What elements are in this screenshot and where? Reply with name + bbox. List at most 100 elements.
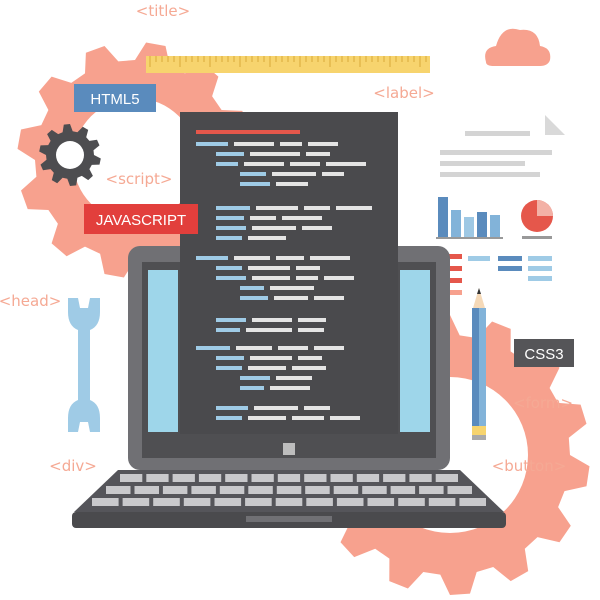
screen-left-panel: [148, 270, 178, 432]
tag-button: <button>: [492, 457, 567, 475]
wrench-icon: [68, 298, 100, 432]
code-line: [244, 162, 284, 166]
code-line: [216, 216, 244, 220]
ruler-icon: [146, 56, 430, 73]
keyboard-key: [225, 474, 248, 482]
code-line: [276, 256, 304, 260]
code-line: [216, 162, 238, 166]
code-line: [216, 366, 242, 370]
keyboard-key: [245, 498, 272, 506]
keyboard-key: [191, 486, 216, 494]
code-line: [292, 366, 326, 370]
keyboard-key: [362, 486, 387, 494]
keyboard-key: [134, 486, 159, 494]
keyboard-key: [146, 474, 169, 482]
keyboard-key: [198, 474, 222, 482]
cloud-icon: [485, 28, 551, 66]
code-line: [216, 152, 244, 156]
keyboard-key: [419, 486, 444, 494]
code-line: [216, 406, 248, 410]
code-line: [298, 318, 326, 322]
code-line: [240, 376, 270, 380]
code-line: [216, 328, 240, 332]
code-line: [256, 206, 298, 210]
code-line: [250, 356, 292, 360]
code-line: [326, 162, 366, 166]
code-line: [274, 296, 308, 300]
code-line: [216, 226, 246, 230]
code-line: [216, 276, 246, 280]
keyboard-key: [330, 474, 353, 482]
javascript-label: JAVASCRIPT: [96, 212, 186, 229]
keyboard-key: [367, 498, 395, 506]
small-gear-icon: [39, 124, 101, 186]
code-line: [298, 328, 324, 332]
code-line: [240, 386, 264, 390]
keyboard-key: [356, 474, 380, 482]
code-line: [250, 216, 276, 220]
keyboard-key: [251, 474, 274, 482]
keyboard-key: [106, 486, 131, 494]
keyboard-key: [390, 486, 416, 494]
code-line: [336, 206, 372, 210]
code-line: [196, 142, 228, 146]
code-line: [314, 346, 344, 350]
code-line: [216, 356, 244, 360]
code-line: [252, 318, 292, 322]
code-line: [234, 256, 270, 260]
screen-right-panel: [400, 270, 430, 432]
keyboard-key: [428, 498, 456, 506]
pencil-icon: [472, 288, 486, 440]
code-line: [250, 152, 300, 156]
html5-label: HTML5: [90, 91, 139, 108]
tag-title: <title>: [136, 2, 190, 20]
code-line: [270, 386, 310, 390]
keyboard-key: [122, 498, 150, 506]
code-line: [216, 206, 250, 210]
keyboard-key: [120, 474, 143, 482]
code-line: [280, 142, 302, 146]
keyboard-key: [383, 474, 406, 482]
code-line: [314, 296, 344, 300]
data-table-icon: [448, 254, 552, 295]
keyboard: [92, 474, 486, 506]
keyboard-key: [92, 498, 119, 506]
code-line: [322, 172, 344, 176]
keyboard-key: [304, 474, 327, 482]
keyboard-key: [162, 486, 188, 494]
keyboard-key: [305, 486, 330, 494]
tag-div: <div>: [49, 457, 97, 475]
code-line: [196, 346, 230, 350]
code-line: [240, 172, 266, 176]
code-line: [276, 182, 308, 186]
code-line: [248, 236, 286, 240]
keyboard-key: [275, 498, 303, 506]
code-line: [270, 286, 314, 290]
code-line: [240, 182, 270, 186]
keyboard-key: [333, 486, 359, 494]
code-line: [308, 142, 338, 146]
code-line: [278, 346, 308, 350]
code-line: [240, 296, 268, 300]
keyboard-key: [409, 474, 432, 482]
code-line: [254, 406, 298, 410]
keyboard-key: [183, 498, 211, 506]
keyboard-key: [248, 486, 273, 494]
keyboard-key: [306, 498, 333, 506]
code-line: [302, 226, 332, 230]
keyboard-key: [336, 498, 364, 506]
keyboard-key: [398, 498, 425, 506]
html5-badge: HTML5: [74, 84, 156, 112]
code-line: [240, 286, 264, 290]
code-editor-panel: [180, 112, 398, 434]
code-line: [234, 142, 274, 146]
code-line: [216, 318, 246, 322]
pie-chart-icon: [521, 200, 553, 239]
keyboard-key: [435, 474, 458, 482]
bar-chart-icon: [436, 197, 503, 239]
code-line: [248, 266, 290, 270]
code-line: [306, 152, 330, 156]
tag-label: <label>: [373, 84, 434, 102]
code-line: [216, 416, 242, 420]
